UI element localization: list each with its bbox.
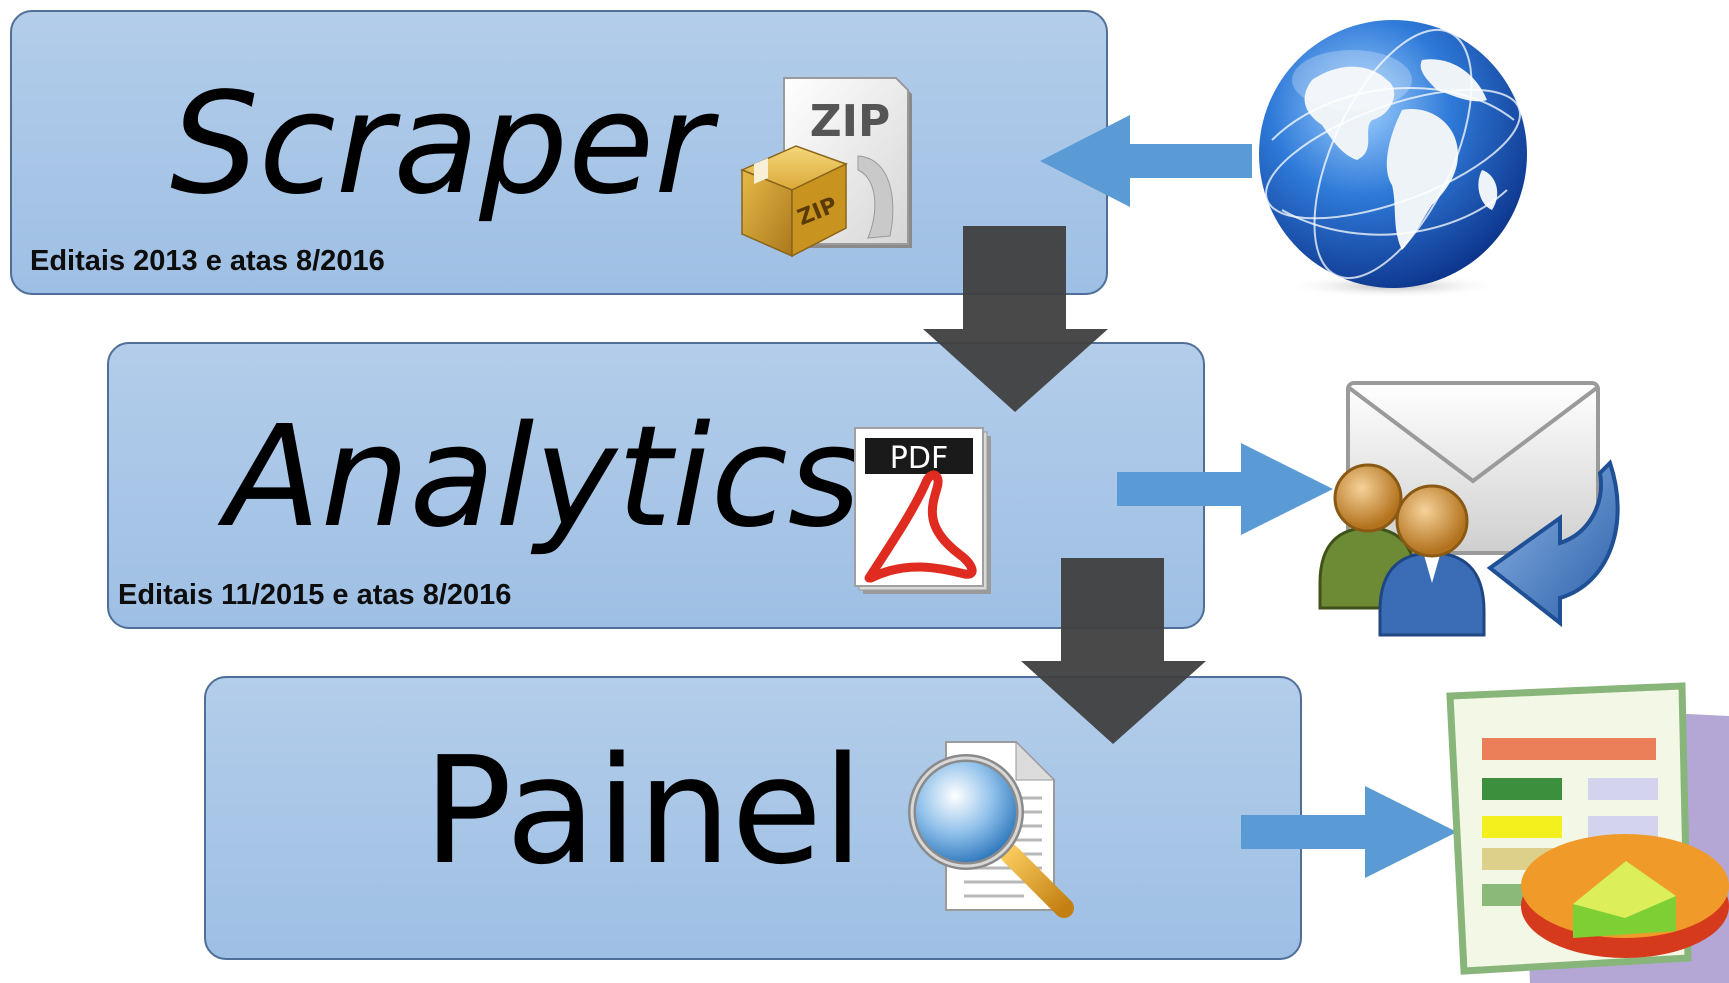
pdf-label: PDF [890,441,948,476]
stage-title-scraper: Scraper [170,63,712,226]
stage-subtitle-analytics: Editais 11/2015 e atas 8/2016 [118,579,512,611]
down-arrow-analytics-to-painel [1021,558,1206,744]
zip-archive-icon: ZIP ZIP [740,77,912,258]
arrow-globe-to-scraper [1040,115,1252,207]
zip-sheet-label: ZIP [810,96,891,147]
document-search-icon [908,740,1074,918]
report-chart-icon [1446,682,1729,983]
stage-title-painel: Painel [423,725,864,897]
pdf-document-icon: PDF [854,427,991,594]
down-arrow-scraper-to-analytics [923,226,1108,412]
globe-icon [1259,20,1527,298]
arrow-analytics-to-mail [1117,443,1333,535]
stage-title-analytics: Analytics [225,396,861,559]
stage-subtitle-scraper: Editais 2013 e atas 8/2016 [30,245,385,277]
stage-box-scraper [10,10,1108,295]
mail-users-icon [1318,381,1620,637]
arrow-painel-to-report [1241,786,1457,878]
